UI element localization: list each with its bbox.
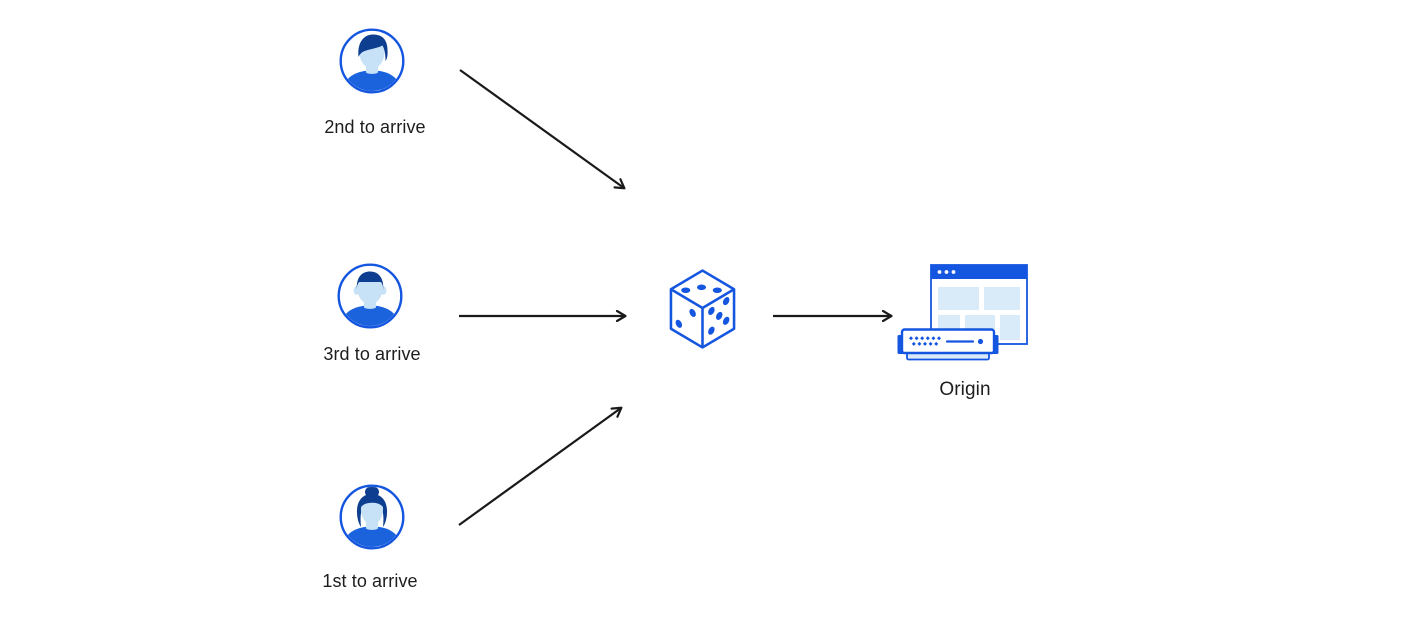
arrow-client2-to-dice bbox=[459, 69, 626, 190]
browser-window-dots bbox=[937, 270, 956, 274]
dice-icon bbox=[669, 269, 736, 349]
origin-label: Origin bbox=[939, 379, 991, 400]
client2-label: 2nd to arrive bbox=[324, 117, 426, 137]
browser-content-blocks bbox=[938, 287, 1020, 340]
avatar-man-swept-hair-icon bbox=[339, 28, 405, 94]
avatar-man-short-hair-icon bbox=[337, 263, 403, 329]
client3-label: 3rd to arrive bbox=[323, 344, 421, 364]
arrow-client1-to-dice bbox=[458, 406, 623, 526]
client1-label: 1st to arrive bbox=[322, 571, 418, 591]
origin-server-appliance-icon bbox=[897, 328, 999, 361]
server-indicator-dot bbox=[977, 338, 984, 345]
server-diamond-lights bbox=[909, 336, 941, 346]
dice-pips bbox=[675, 284, 730, 335]
avatar-woman-bun-icon bbox=[339, 484, 405, 550]
